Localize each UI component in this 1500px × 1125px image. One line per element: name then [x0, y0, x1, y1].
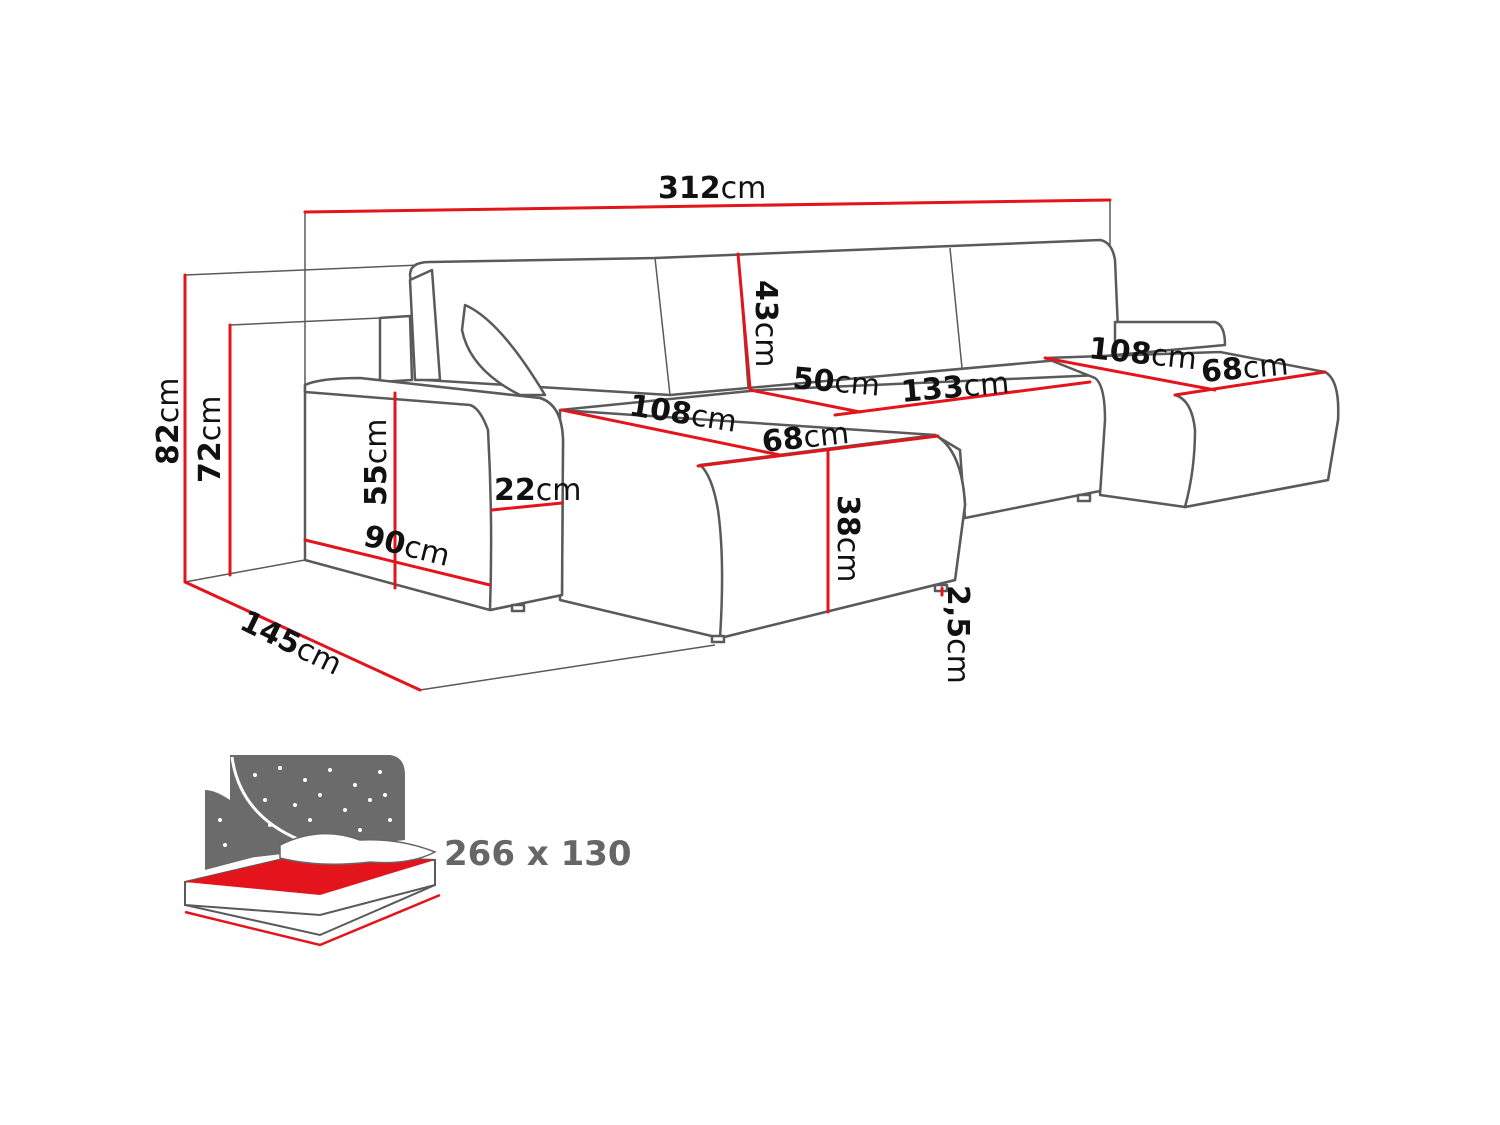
dim-line-133: [833, 380, 1092, 417]
label-22: 22cm: [494, 473, 581, 508]
guide-lines: [184, 200, 1111, 691]
label-72: 72cm: [193, 396, 228, 483]
label-82: 82cm: [151, 378, 186, 465]
dim-line-43: [736, 252, 752, 390]
label-133: 133cm: [900, 366, 1011, 410]
label-43: 43cm: [748, 280, 783, 367]
label-38: 38cm: [830, 495, 865, 582]
label-68-left: 68cm: [760, 416, 851, 460]
label-55: 55cm: [359, 419, 394, 506]
sleeping-area-label: 266 x 130: [444, 834, 632, 874]
dim-line-145: [183, 580, 422, 692]
dim-line-68-left: [696, 434, 940, 468]
label-108-right: 108cm: [1087, 331, 1198, 377]
dim-line-108-right: [1043, 356, 1217, 392]
dim-line-90: [303, 538, 492, 587]
dim-line-50: [748, 388, 862, 414]
label-312: 312cm: [658, 171, 766, 206]
label-50: 50cm: [791, 361, 881, 403]
dim-line-312: [303, 198, 1112, 214]
dimension-lines: [183, 198, 1327, 692]
dim-line-108-left: [560, 408, 782, 457]
label-145: 145cm: [234, 604, 347, 683]
dim-line-22: [490, 501, 564, 512]
sofa-drawing: [303, 238, 1340, 644]
label-2-5: 2,5cm: [940, 585, 975, 684]
dim-line-68-right: [1173, 370, 1327, 397]
bed-night-stars-icon: [184, 755, 441, 947]
label-68-right: 68cm: [1200, 347, 1290, 389]
